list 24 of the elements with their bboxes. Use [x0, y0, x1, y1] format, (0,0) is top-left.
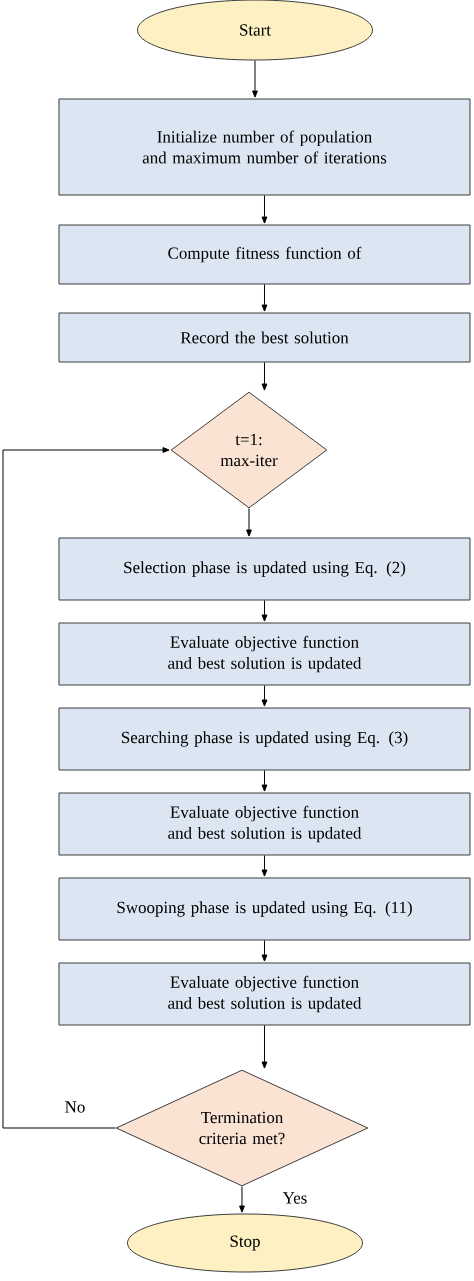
process-box: Compute fitness function of: [58, 224, 471, 285]
process-box: Initialize number of population and maximum number of iterations: [58, 98, 471, 196]
arrow: [261, 284, 268, 312]
process-box: Evaluate objective function and best solution is updated: [58, 792, 471, 856]
arrow: [261, 940, 268, 962]
arrow: [239, 1186, 245, 1213]
arrow: [246, 508, 252, 537]
arrow: [2, 447, 170, 1129]
process-box: Searching phase is updated using Eq. (3): [58, 707, 471, 771]
process-box: Selection phase is updated using Eq. (2): [58, 537, 471, 601]
process-box: Swooping phase is updated using Eq. (11): [58, 877, 471, 941]
edge-label: No: [63, 1100, 87, 1114]
edge-label: Yes: [281, 1191, 309, 1205]
arrow: [261, 685, 268, 707]
arrow: [261, 362, 268, 391]
arrow: [261, 1025, 268, 1069]
arrow: [261, 195, 268, 224]
arrow: [252, 60, 258, 98]
process-box: Evaluate objective function and best solution is updated: [58, 622, 471, 686]
arrow: [261, 855, 268, 877]
process-box: Record the best solution: [58, 312, 471, 363]
arrow: [261, 770, 268, 792]
arrow: [261, 600, 268, 622]
process-box: Evaluate objective function and best solution is updated: [58, 962, 471, 1026]
